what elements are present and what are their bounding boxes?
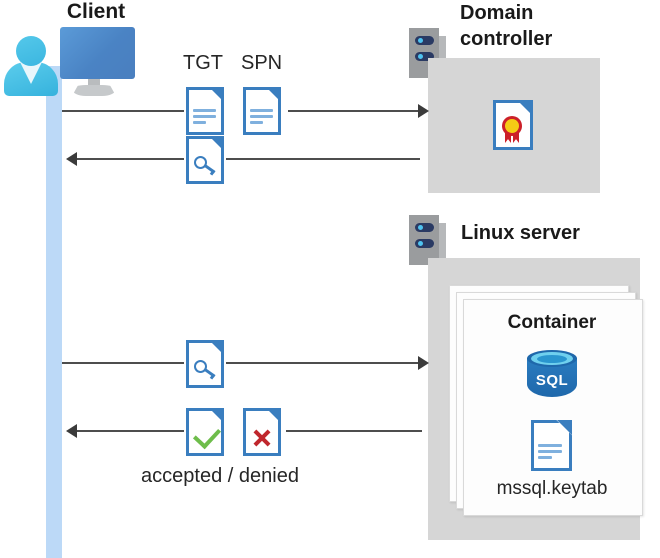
cross-icon [252,428,272,448]
container-title: Container [507,312,597,333]
container-card-front[interactable] [463,299,643,516]
denied-document-icon [243,408,281,456]
domain-controller-title-line2: controller [460,28,553,50]
client-icon [0,0,150,110]
ticket-request-key-document-icon [186,340,224,388]
flow-present-ticket-arrowhead [418,356,429,370]
domain-controller-title: Domain controller [460,0,660,52]
flow-receive-ticket-arrowhead [66,152,77,166]
keytab-document-icon [531,420,572,471]
flow-auth-result-line-right [286,430,422,432]
linux-server-rack-icon [409,215,446,265]
flow-receive-ticket-line-left [77,158,184,160]
flow-receive-ticket-line-right [226,158,420,160]
flow-request-ticket-arrowhead [418,104,429,118]
tgt-document-icon [186,87,224,135]
flow-request-ticket-line-right [288,110,422,112]
linux-server-title: Linux server [461,222,580,244]
flow-auth-result-arrowhead [66,424,77,438]
client-title: Client [36,0,156,24]
flow-present-ticket-line-left [62,362,184,364]
monitor-screen-icon [60,27,135,79]
monitor-base-icon [72,85,116,96]
sql-badge-text: SQL [535,372,569,389]
client-lifeline [46,66,62,558]
person-head-icon [16,36,46,66]
key-glyph-icon [194,360,207,373]
accepted-document-icon [186,408,224,456]
flow-present-ticket-line-right [226,362,422,364]
flow-request-ticket-line-left [62,110,184,112]
ticket-response-key-document-icon [186,136,224,184]
domain-controller-title-line1: Domain [460,2,534,24]
spn-label: SPN [241,52,283,74]
key-glyph-icon [194,156,207,169]
client-title-text: Client [66,0,126,23]
certificate-ribbon2-icon [513,129,519,143]
certificate-ribbon-icon [505,129,511,143]
domain-controller-rack-icon [409,28,446,78]
tgt-label: TGT [183,52,223,74]
spn-document-icon [243,87,281,135]
keytab-filename-label: mssql.keytab [496,478,608,499]
flow-auth-result-line-left [77,430,184,432]
certificate-document-icon [493,100,533,150]
auth-result-label: accepted / denied [141,465,299,487]
sql-database-icon: SQL [527,350,577,405]
